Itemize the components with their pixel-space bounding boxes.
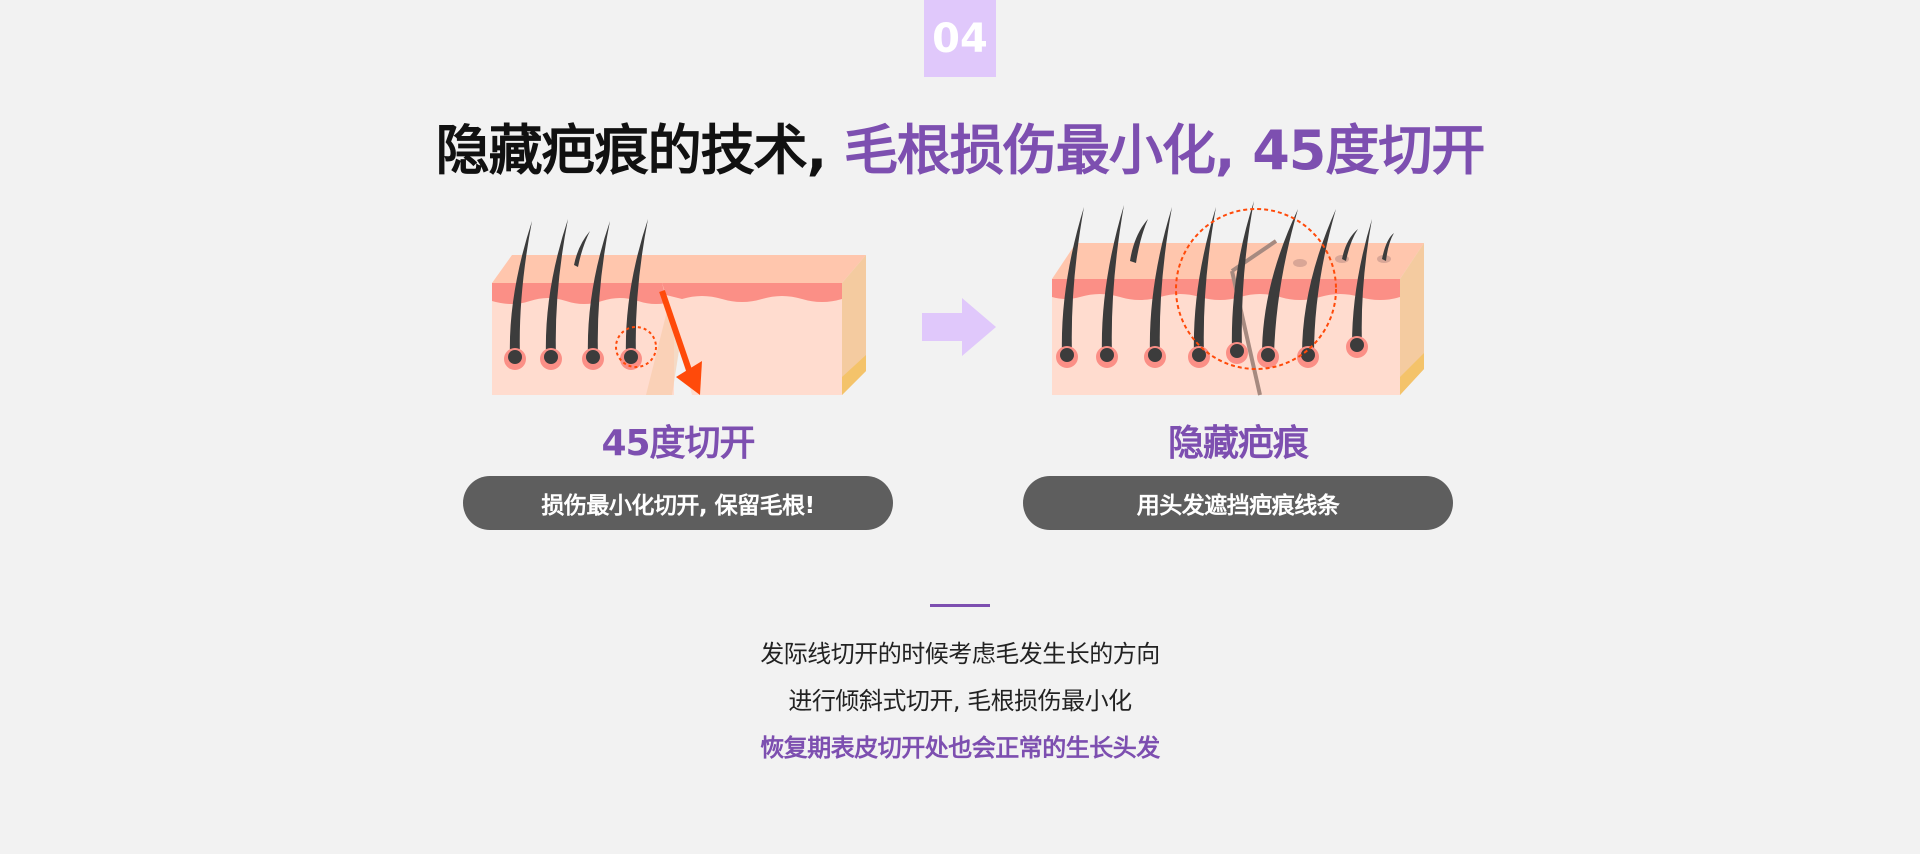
description-line-2: 进行倾斜式切开, 毛根损伤最小化 (788, 687, 1132, 715)
page-title: 隐藏疤痕的技术, 毛根损伤最小化, 45度切开 (0, 106, 1920, 185)
title-part-black: 隐藏疤痕的技术, (435, 119, 828, 182)
hidden-scar-label: 隐藏疤痕 (1167, 423, 1309, 464)
skin-incision-illustration (492, 219, 866, 395)
right-arrow-icon (922, 298, 996, 356)
scar-hidden-illustration (1052, 201, 1424, 396)
section-divider (930, 604, 990, 607)
hidden-scar-caption-pill: 用头发遮挡疤痕线条 (1023, 476, 1453, 530)
description-line-3-highlight: 恢复期表皮切开处也会正常的生长头发 (760, 734, 1160, 762)
incision-label: 45度切开 (601, 423, 755, 464)
incision-caption-pill: 损伤最小化切开, 保留毛根! (463, 476, 893, 530)
description-line-1: 发际线切开的时候考虑毛发生长的方向 (760, 640, 1160, 668)
title-part-purple: 毛根损伤最小化, 45度切开 (826, 119, 1485, 182)
section-number-badge: 04 (924, 0, 996, 77)
